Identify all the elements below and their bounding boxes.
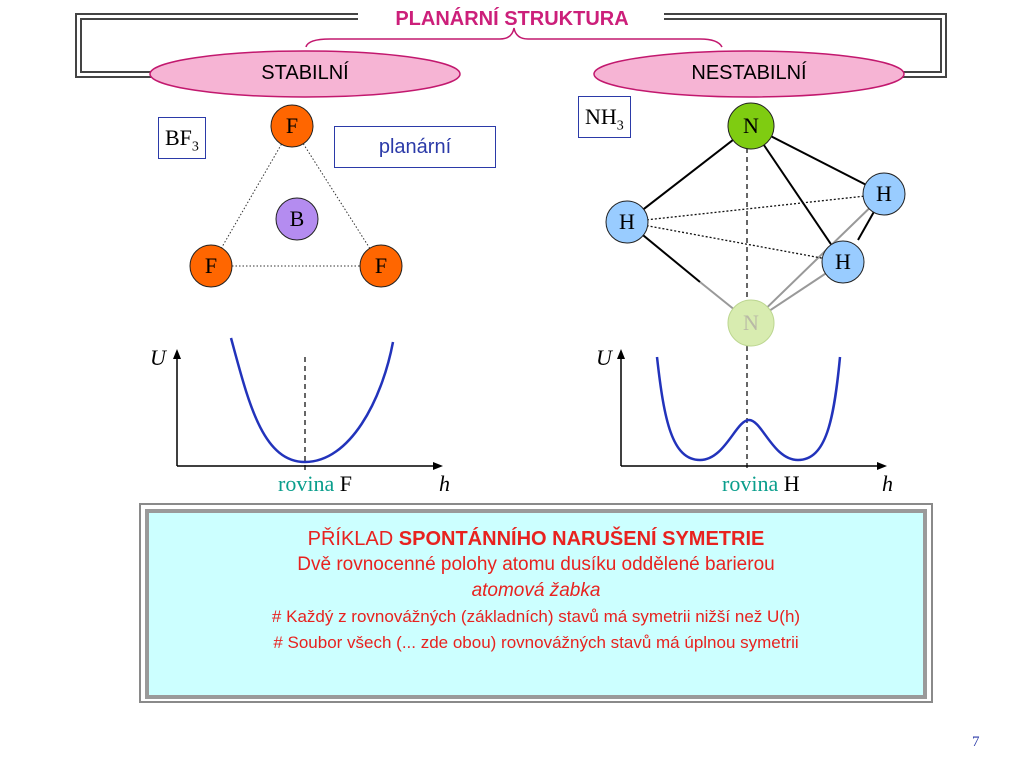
info-line-1: PŘÍKLAD SPONTÁNNÍHO NARUŠENÍ SYMETRIE — [149, 526, 923, 552]
atom-n-top — [727, 102, 775, 150]
header-bracket-left — [75, 13, 358, 78]
oval-nestabilni — [593, 50, 905, 98]
atom-h-left-label: H — [619, 209, 635, 234]
plot-left-x-label: h — [439, 471, 450, 496]
atom-h-left — [605, 200, 649, 244]
plot-right-y-label: U — [596, 345, 612, 370]
info-line-2: Dvě rovnocenné polohy atomu dusíku odděl… — [297, 554, 775, 575]
page-number: 7 — [972, 734, 980, 750]
plot-left-plane-label: rovina F — [278, 471, 352, 497]
plot-right-x-arrow — [877, 462, 887, 470]
plot-left-x-arrow — [433, 462, 443, 470]
plot-left-plane-atom: F — [339, 471, 352, 496]
info-box — [145, 509, 927, 699]
atom-b-center — [275, 197, 319, 241]
nh3-dotted-bonds — [626, 193, 885, 263]
atom-h-right-bottom-label: H — [835, 249, 851, 274]
title-brace — [305, 27, 723, 48]
formula-nh3-main: NH — [585, 104, 617, 129]
plot-left-curve — [229, 337, 395, 464]
header-bracket-right — [664, 13, 947, 78]
info-line-5: # Soubor všech (... zde obou) rovnovážný… — [273, 633, 799, 652]
bf3-bonds — [210, 125, 382, 267]
plot-left-plane-word: rovina — [278, 471, 335, 496]
atom-n-bottom-ghost — [727, 299, 775, 347]
plot-right-y-arrow — [617, 349, 625, 359]
formula-bf3: BF3 — [158, 117, 206, 159]
plot-right-plane-atom: H — [783, 471, 800, 496]
plot-right-plane-word: rovina — [722, 471, 779, 496]
plot-left-y-arrow — [173, 349, 181, 359]
planar-label: planární — [334, 126, 496, 168]
oval-label-nestabilni: NESTABILNÍ — [691, 62, 807, 84]
plot-left-y-label: U — [150, 345, 166, 370]
atom-f-right-label: F — [374, 253, 388, 278]
atom-f-top-label: F — [285, 113, 299, 138]
atom-f-left-label: F — [204, 253, 218, 278]
formula-nh3: NH3 — [578, 96, 631, 138]
info-line-4: # Každý z rovnovážných (základních) stav… — [271, 607, 801, 626]
info-line-1-bold: SPONTÁNNÍHO NARUŠENÍ SYMETRIE — [398, 528, 765, 550]
plot-right-curve — [655, 356, 842, 462]
oval-stabilni — [149, 50, 461, 98]
atom-h-right-bottom — [821, 240, 865, 284]
atom-n-ghost-label: N — [743, 310, 759, 335]
formula-bf3-sub: 3 — [191, 139, 199, 155]
plot-left-axes — [176, 355, 437, 467]
info-text: PŘÍKLAD SPONTÁNNÍHO NARUŠENÍ SYMETRIE Dv… — [149, 526, 923, 656]
plot-right-axes — [620, 355, 881, 467]
info-line-1-prefix: PŘÍKLAD — [307, 528, 399, 550]
atom-b-center-label: B — [289, 206, 305, 231]
formula-bf3-main: BF — [165, 125, 192, 150]
atom-f-left — [189, 244, 233, 288]
atom-h-right-top-label: H — [876, 181, 892, 206]
info-line-3: atomová žabka — [471, 580, 601, 601]
plot-right-plane-label: rovina H — [722, 471, 800, 497]
atom-n-top-label: N — [743, 113, 759, 138]
plot-right-x-label: h — [882, 471, 893, 496]
atom-f-right — [359, 244, 403, 288]
formula-nh3-sub: 3 — [616, 118, 624, 134]
slide-title: PLANÁRNÍ STRUKTURA — [395, 8, 629, 30]
atom-h-right-top — [862, 172, 906, 216]
oval-label-stabilni: STABILNÍ — [261, 62, 349, 84]
atom-f-top — [270, 104, 314, 148]
